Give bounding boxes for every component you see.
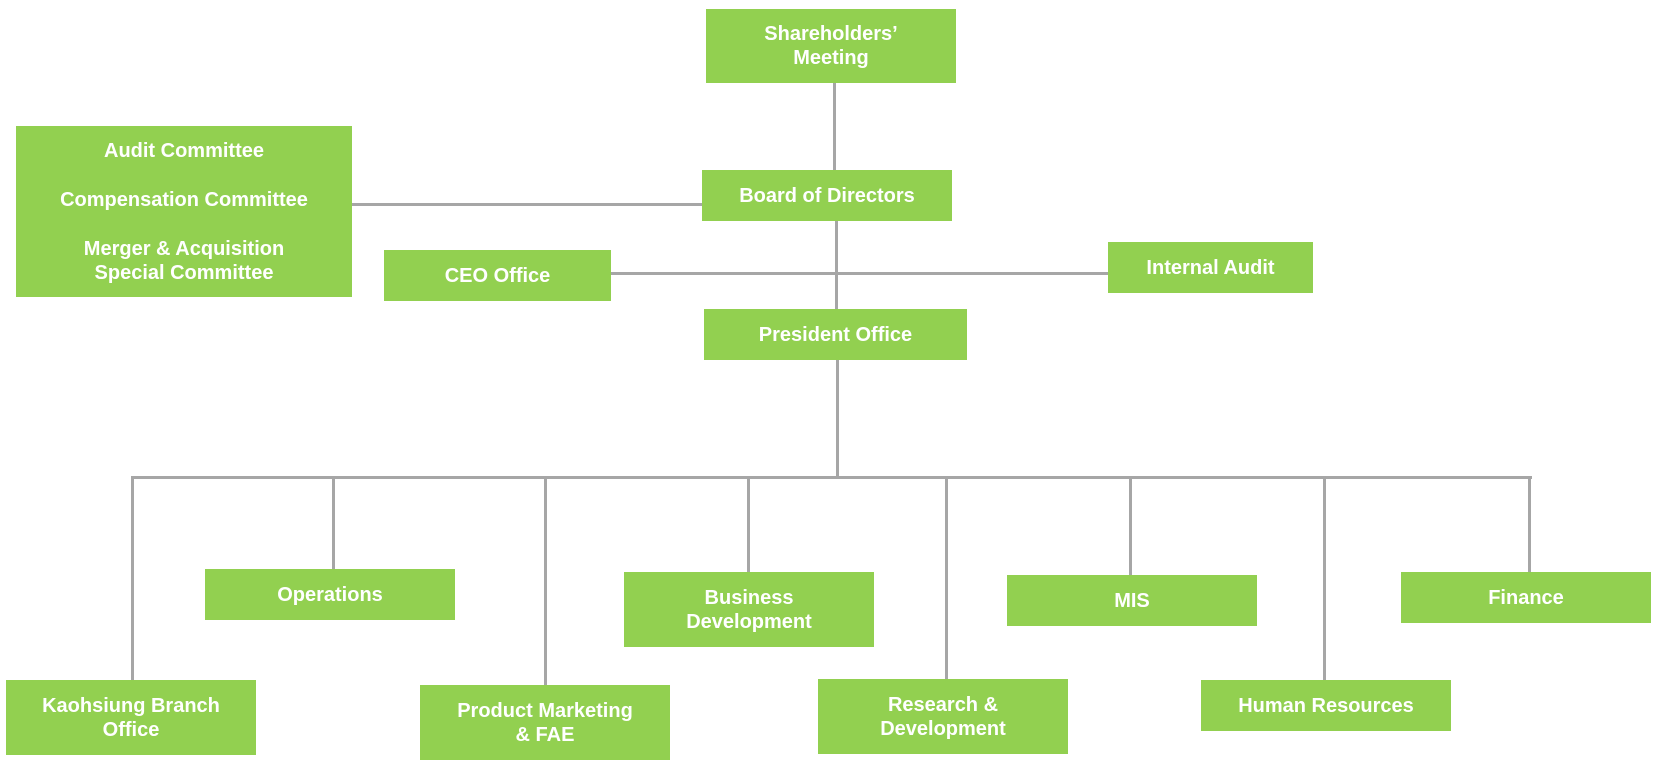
connector-department-bus (131, 476, 1532, 479)
node-label: Human Resources (1238, 694, 1414, 717)
connector-product-marketing (544, 476, 547, 685)
ma-committee-label-line2: Special Committee (94, 261, 274, 284)
node-label: Operations (277, 583, 383, 606)
node-label: Finance (1488, 586, 1564, 609)
node-label: Board of Directors (739, 184, 915, 207)
connector-finance (1528, 476, 1531, 572)
connector-shareholders-board (833, 83, 836, 170)
connector-ceo-internal-audit (611, 272, 1108, 275)
node-mis: MIS (1007, 575, 1257, 626)
connector-committees-board (352, 203, 702, 206)
node-research-development: Research & Development (818, 679, 1068, 754)
node-label: President Office (758, 323, 913, 346)
node-label: Research & (887, 693, 999, 716)
node-ceo-office: CEO Office (384, 250, 611, 301)
node-label: Meeting (793, 47, 869, 69)
node-internal-audit: Internal Audit (1108, 242, 1313, 293)
node-label: Product Marketing (457, 699, 633, 722)
node-committees: Audit Committee Compensation Committee M… (16, 126, 352, 297)
connector-hr (1323, 476, 1326, 680)
node-label: Business (704, 586, 794, 609)
node-human-resources: Human Resources (1201, 680, 1451, 731)
node-label: Kaohsiung Branch (42, 694, 220, 717)
node-operations: Operations (205, 569, 455, 620)
node-label: Shareholders’ (764, 23, 898, 45)
node-label: MIS (1114, 589, 1150, 612)
node-president-office: President Office (704, 309, 967, 360)
node-shareholders-meeting: Shareholders’ Meeting (706, 9, 956, 83)
node-label: Development (686, 610, 812, 633)
connector-board-president (835, 221, 838, 309)
node-label: CEO Office (444, 264, 551, 287)
node-kaohsiung-branch-office: Kaohsiung Branch Office (6, 680, 256, 755)
node-finance: Finance (1401, 572, 1651, 623)
node-label: Office (102, 718, 160, 741)
ma-committee-label-line1: Merger & Acquisition (83, 237, 285, 260)
node-product-marketing-fae: Product Marketing & FAE (420, 685, 670, 760)
node-label: & FAE (515, 723, 575, 746)
connector-mis (1129, 476, 1132, 575)
audit-committee-label: Audit Committee (104, 139, 264, 162)
compensation-committee-label: Compensation Committee (60, 188, 308, 211)
node-label: Internal Audit (1146, 256, 1275, 279)
connector-business-dev (747, 476, 750, 572)
node-board-of-directors: Board of Directors (702, 170, 952, 221)
connector-operations (332, 476, 335, 569)
node-business-development: Business Development (624, 572, 874, 647)
connector-rnd (945, 476, 948, 679)
connector-kaohsiung (131, 476, 134, 680)
connector-president-bus (836, 360, 839, 478)
node-label: Development (880, 717, 1006, 740)
